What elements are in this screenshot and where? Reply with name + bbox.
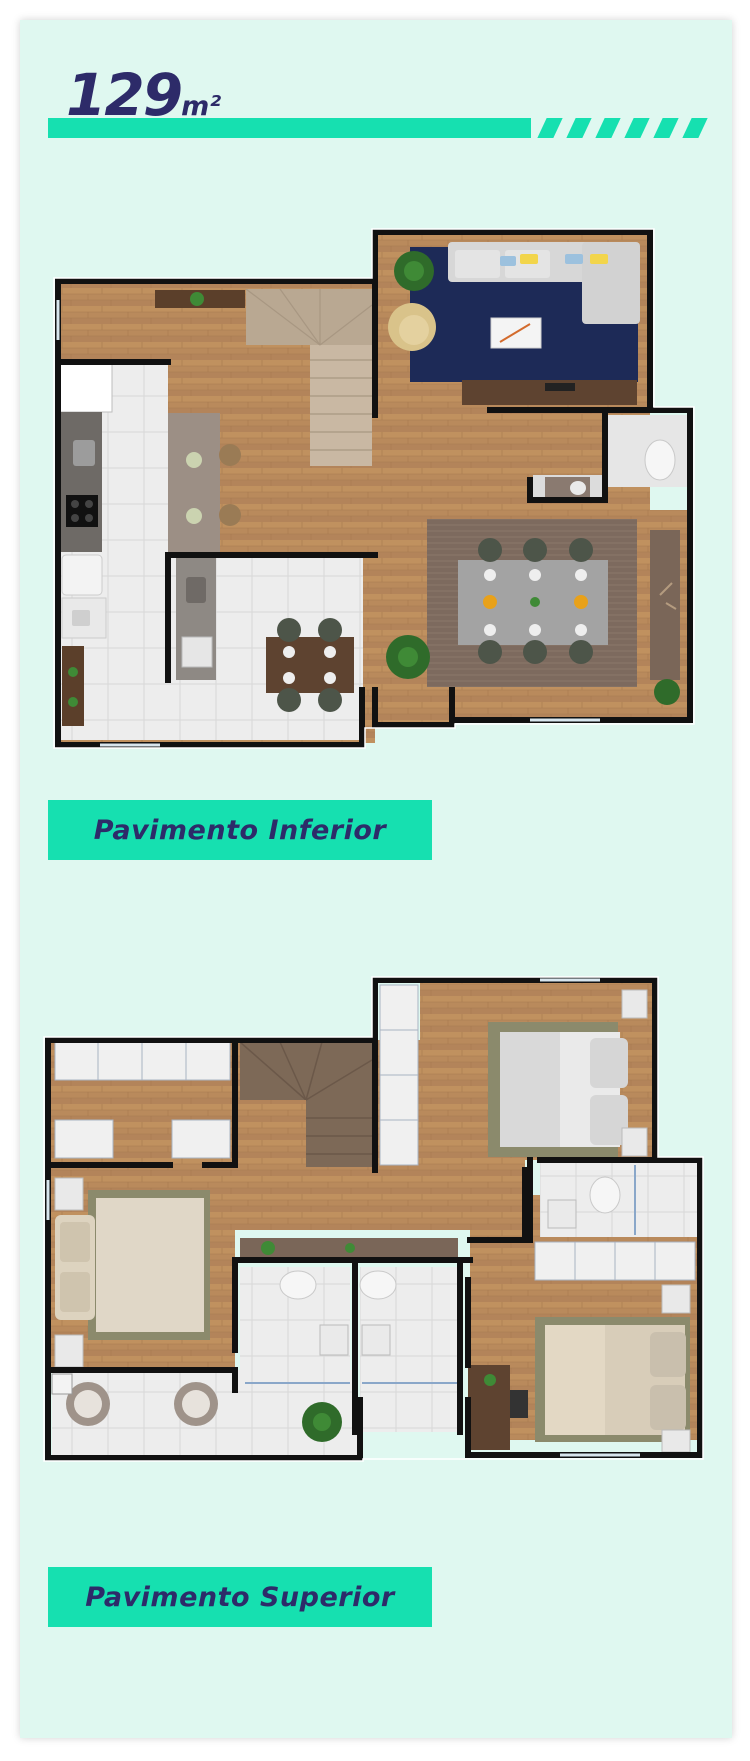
upper-floor-label: Pavimento Superior: [48, 1567, 432, 1627]
upper-floor-label-text: Pavimento Superior: [85, 1581, 395, 1613]
lower-floor-plan: [53, 228, 695, 749]
lower-floor-label: Pavimento Inferior: [48, 800, 432, 860]
upper-floor-plan: [43, 976, 704, 1462]
accent-bar: [48, 118, 531, 138]
area-value: 129: [66, 61, 183, 129]
area-unit: m²: [181, 91, 222, 122]
area-title: 129m²: [66, 66, 221, 124]
lower-floor-label-text: Pavimento Inferior: [93, 814, 387, 846]
